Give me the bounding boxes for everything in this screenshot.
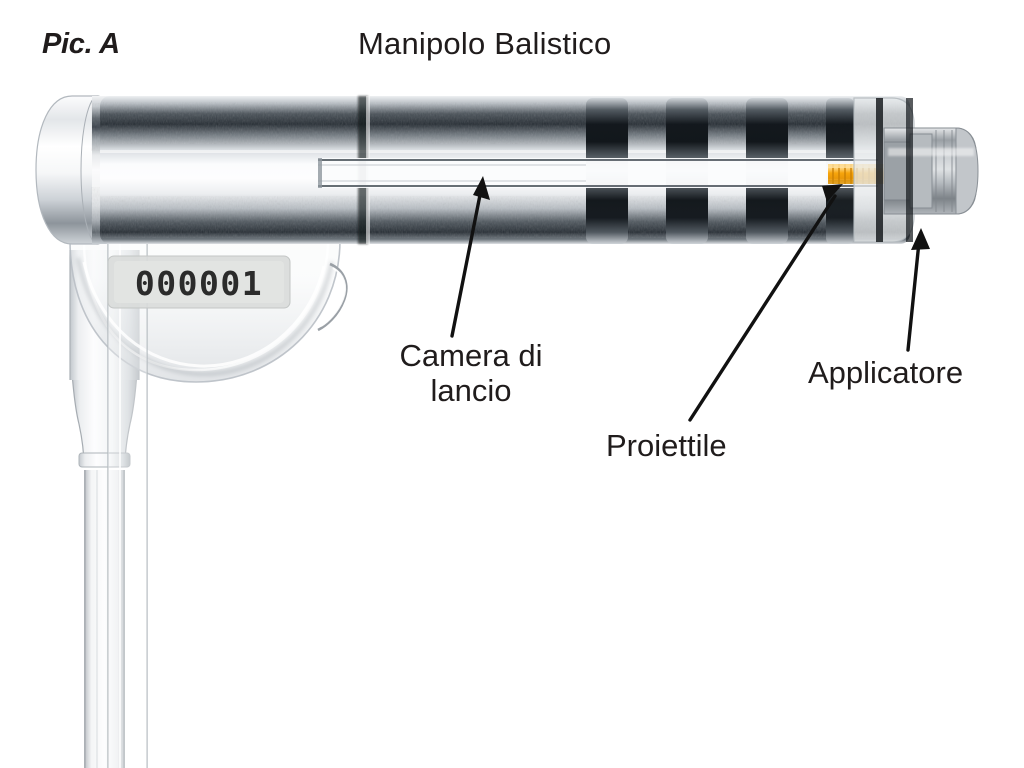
- callout-label-chamber: Camera di lancio: [399, 338, 543, 409]
- arrow-chamber: [450, 176, 490, 338]
- arrow-projectile: [688, 184, 843, 422]
- counter-value: 000001: [135, 264, 263, 303]
- page-title: Manipolo Balistico: [358, 26, 612, 61]
- figure-label: Pic. A: [42, 28, 120, 60]
- arrow-applicator: [906, 228, 930, 352]
- callout-arrows: [450, 176, 930, 422]
- trigger-lever[interactable]: [317, 262, 348, 332]
- applicator: [853, 97, 979, 243]
- callout-label-projectile: Proiettile: [606, 428, 727, 463]
- callout-label-applicator: Applicatore: [808, 355, 964, 390]
- counter-display: 000001: [107, 255, 291, 309]
- grip-rings: [586, 98, 878, 244]
